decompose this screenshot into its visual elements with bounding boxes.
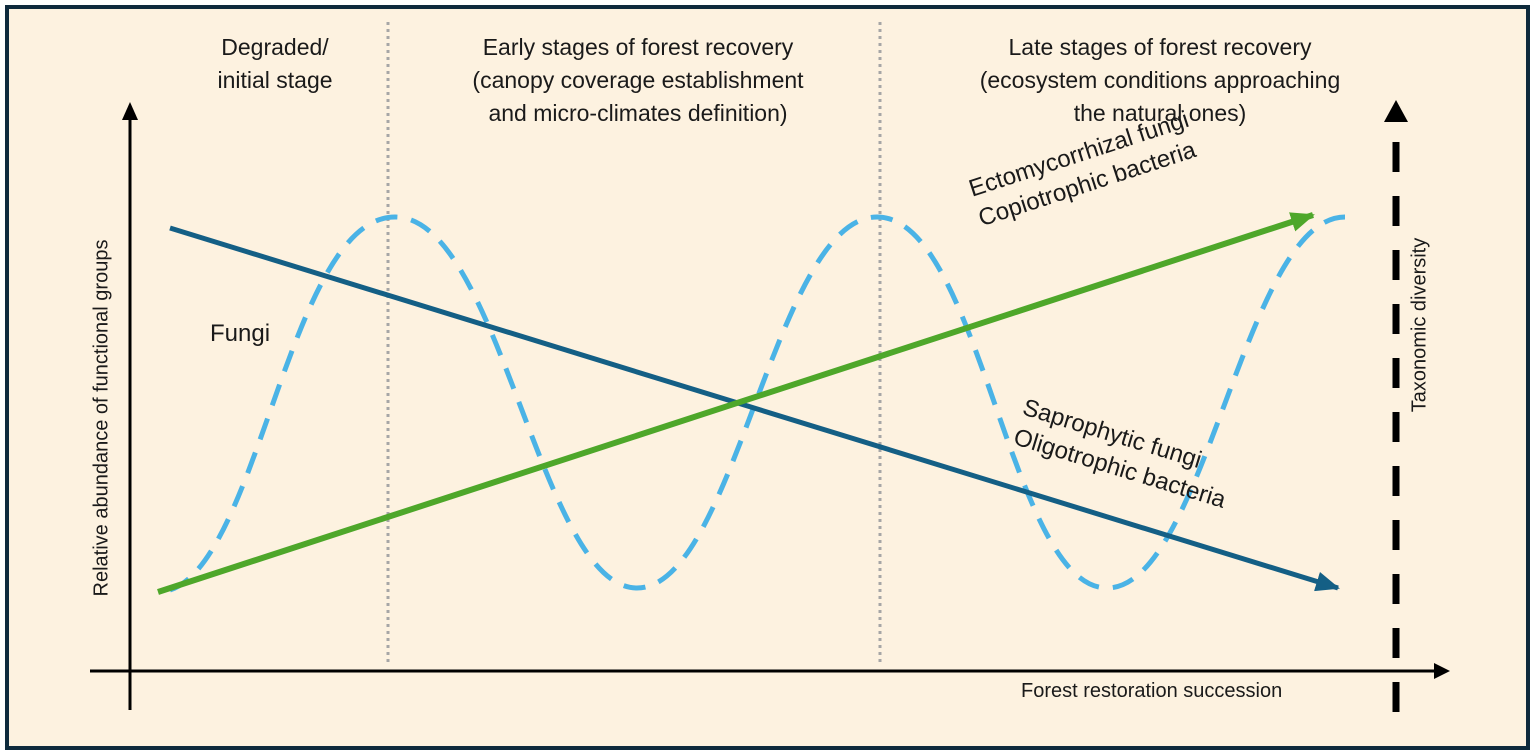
stage-label-late: Late stages of forest recovery (ecosyste… xyxy=(979,34,1341,126)
taxonomic-arrow-icon xyxy=(1384,100,1408,122)
stage-label-degraded: Degraded/ initial stage xyxy=(217,34,333,93)
fungi-label: Fungi xyxy=(210,320,271,347)
stage-label-early: Early stages of forest recovery (canopy … xyxy=(472,34,804,126)
y-axis xyxy=(122,102,138,710)
x-axis xyxy=(90,663,1450,679)
fungi-curve xyxy=(169,214,1346,593)
y-axis-arrow-icon xyxy=(122,102,138,120)
x-axis-arrow-icon xyxy=(1434,663,1450,679)
taxonomic-diversity-axis xyxy=(1384,100,1408,712)
taxonomic-diversity-label: Taxonomic diversity xyxy=(1408,237,1431,413)
x-axis-label: Forest restoration succession xyxy=(1021,680,1283,702)
y-axis-label: Relative abundance of functional groups xyxy=(90,239,113,597)
decreasing-trend-arrow xyxy=(169,225,1340,592)
increasing-trend-arrow xyxy=(157,212,1315,595)
